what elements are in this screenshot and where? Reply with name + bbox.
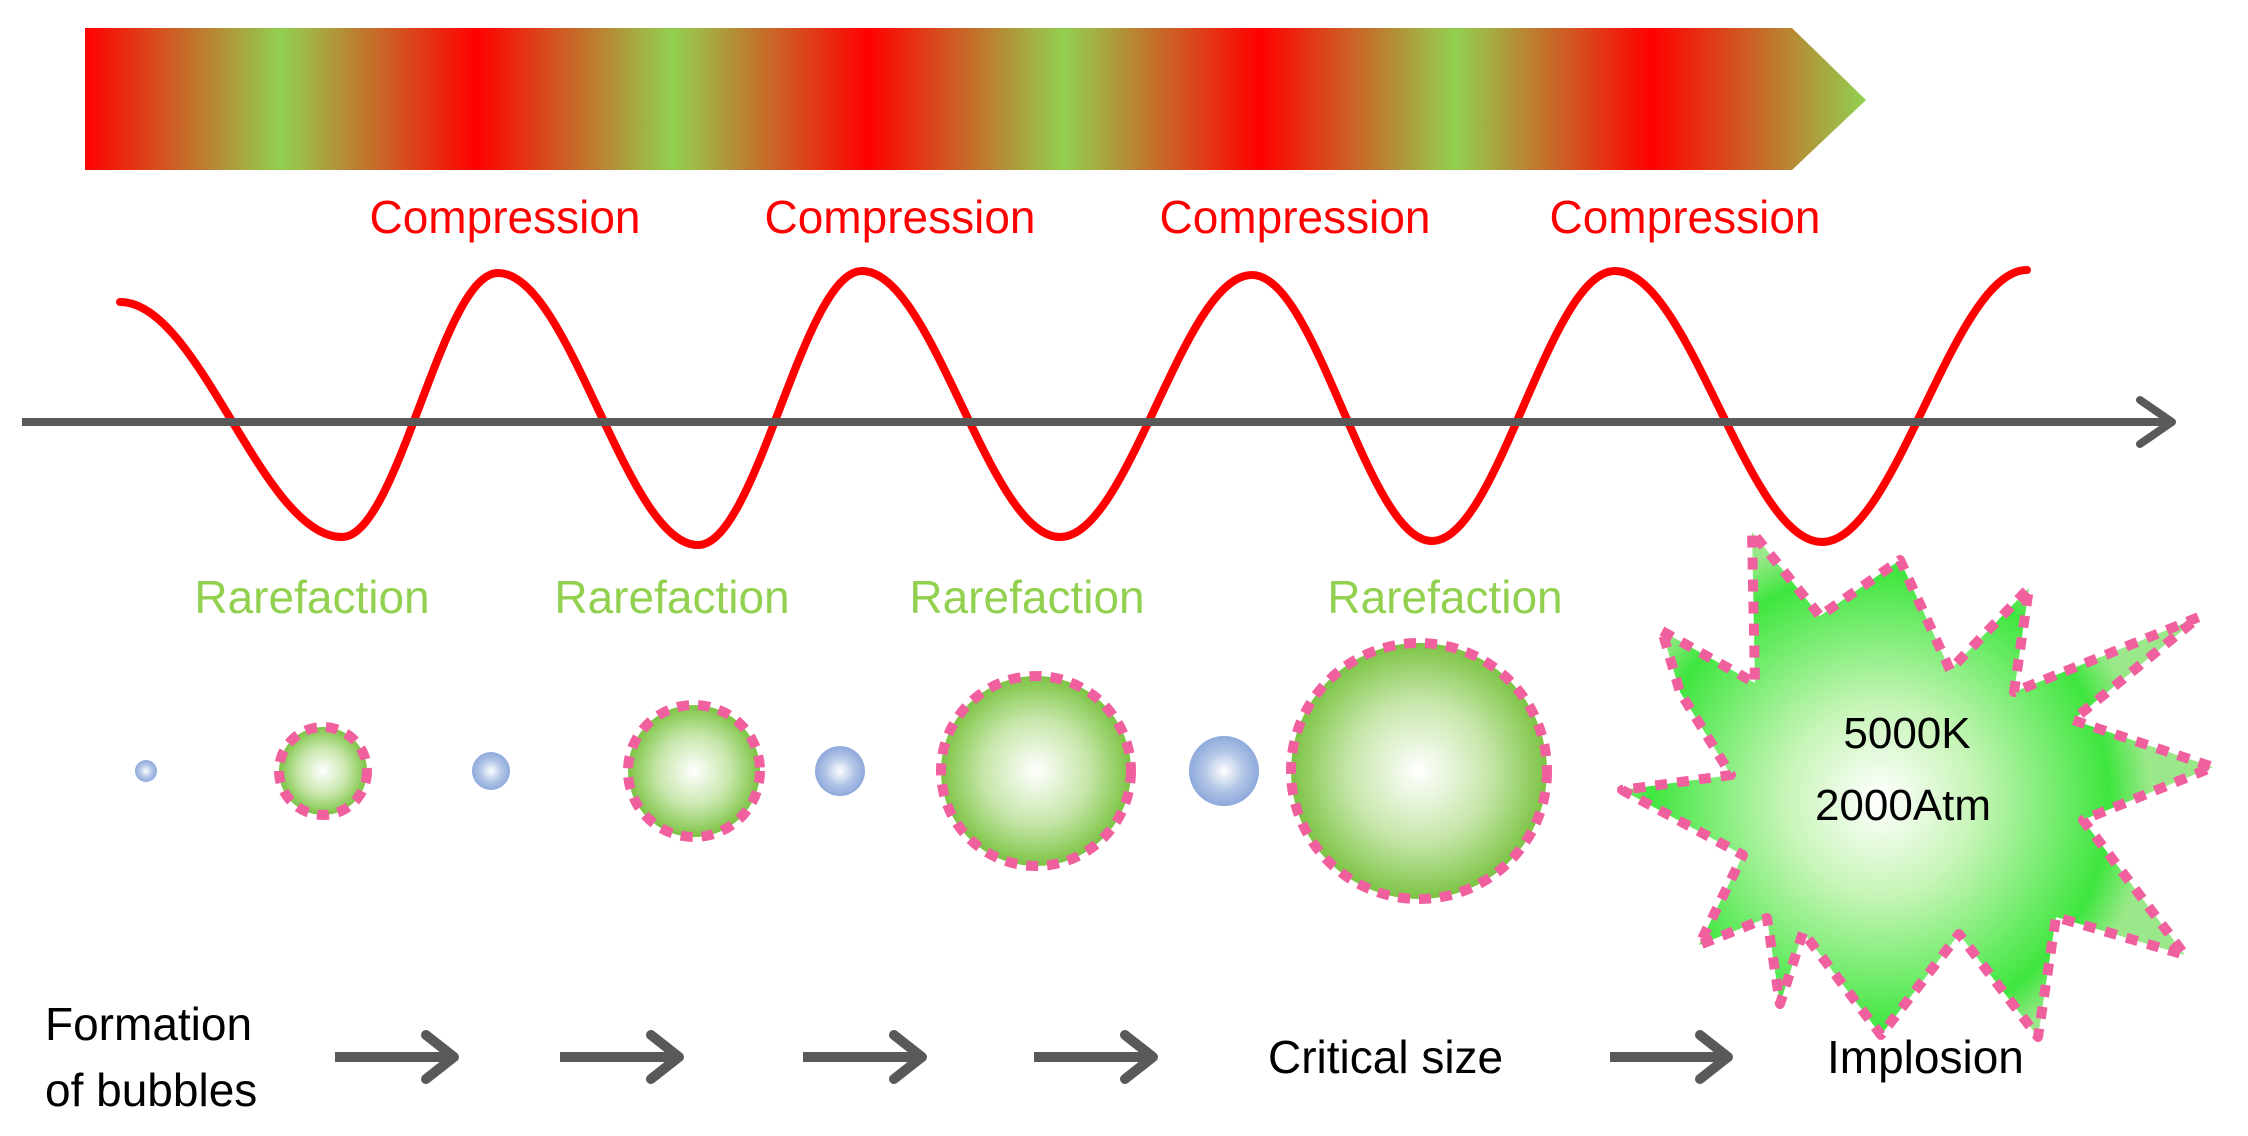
- bubbles: [135, 638, 1552, 904]
- stage-critical-size: Critical size: [1268, 1031, 1503, 1083]
- expanding-bubble: [1286, 638, 1552, 904]
- rarefaction-label: Rarefaction: [909, 571, 1144, 623]
- compression-label: Compression: [370, 191, 641, 243]
- right-arrow-icon: [1610, 1030, 1733, 1084]
- wave-direction-arrow-icon: [22, 396, 2176, 448]
- right-arrow-icon: [1034, 1030, 1158, 1084]
- small-bubble: [472, 752, 510, 790]
- right-arrow-icon: [803, 1030, 927, 1084]
- right-arrow-icon: [335, 1030, 459, 1084]
- step-arrows: [335, 1030, 1733, 1084]
- stage-formation-line1: Formation: [45, 998, 252, 1050]
- right-arrow-icon: [560, 1030, 684, 1084]
- compression-label: Compression: [1160, 191, 1431, 243]
- stage-implosion: Implosion: [1827, 1031, 2024, 1083]
- expanding-bubble: [274, 722, 372, 820]
- expanding-bubble: [936, 671, 1136, 871]
- compression-label: Compression: [1550, 191, 1821, 243]
- expanding-bubble: [623, 700, 765, 842]
- implosion-temperature: 5000K: [1843, 709, 1970, 758]
- compression-labels: Compression Compression Compression Compres…: [370, 191, 1821, 243]
- compression-label: Compression: [765, 191, 1036, 243]
- rarefaction-labels: Rarefaction Rarefaction Rarefaction Rarefac…: [194, 571, 1562, 623]
- rarefaction-label: Rarefaction: [194, 571, 429, 623]
- rarefaction-label: Rarefaction: [1327, 571, 1562, 623]
- small-bubble: [1189, 736, 1259, 806]
- stage-formation-line2: of bubbles: [45, 1064, 257, 1116]
- rarefaction-label: Rarefaction: [554, 571, 789, 623]
- implosion-burst: [1617, 527, 2218, 1042]
- small-bubble: [135, 760, 157, 782]
- small-bubble: [815, 746, 865, 796]
- sound-wave: [116, 266, 2031, 550]
- pressure-gradient-band: [85, 28, 1866, 170]
- implosion-pressure: 2000Atm: [1815, 781, 1991, 830]
